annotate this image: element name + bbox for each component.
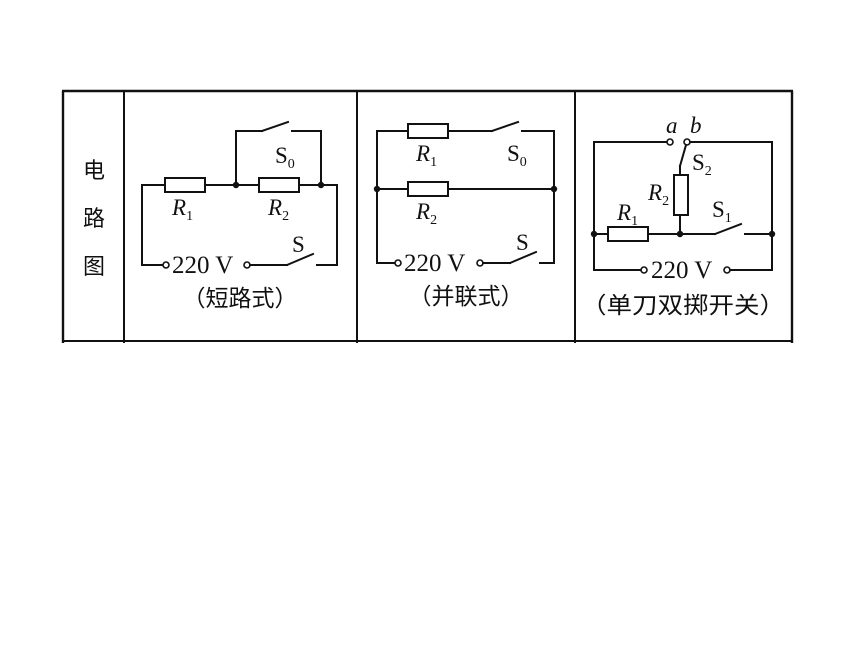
junction-node (590, 230, 598, 238)
caption-short: （短路式） (183, 286, 298, 312)
circuit-parallel: 220 V R1 S0 R2 S （并联式） (373, 120, 558, 310)
switch-s-label: S (292, 232, 305, 257)
r2-label: R2 (647, 180, 669, 209)
header-char-3: 图 (83, 255, 105, 280)
switch-s0-blade (490, 120, 520, 133)
resistor-r2 (258, 177, 300, 193)
junction-node (676, 230, 684, 238)
voltage-label: 220 V (404, 250, 465, 277)
r1-label: R1 (415, 141, 437, 170)
r1-label: R1 (171, 195, 193, 224)
junction-node (232, 181, 240, 189)
row-header: 电 路 图 (83, 159, 105, 280)
resistor-r1 (407, 123, 449, 139)
switch-s-blade (508, 250, 538, 265)
switch-s0-label: S0 (275, 143, 295, 172)
supply-terminal (394, 259, 402, 267)
caption-parallel: （并联式） (409, 284, 524, 310)
resistor-r2 (673, 174, 689, 216)
supply-terminal (640, 266, 648, 274)
r2-label: R2 (415, 199, 437, 228)
switch-s-label: S (516, 230, 529, 255)
r1-label: R1 (616, 200, 638, 229)
switch-s0-blade (260, 120, 290, 133)
voltage-label: 220 V (651, 257, 712, 284)
header-char-2: 路 (83, 207, 105, 232)
junction-node (550, 185, 558, 193)
switch-s2-label: S2 (692, 150, 712, 179)
caption-spdt: （单刀双掷开关） (581, 293, 785, 319)
contact-a (666, 138, 674, 146)
switch-s1-label: S1 (712, 197, 732, 226)
supply-terminal (162, 261, 170, 269)
switch-s-blade (285, 252, 315, 267)
junction-node (373, 185, 381, 193)
header-char-1: 电 (83, 159, 105, 184)
table-grid (61, 89, 794, 343)
resistor-r2 (407, 181, 449, 197)
circuit-spdt: 220 V a b S2 R2 R1 S1 （单刀双掷开关） (581, 113, 785, 319)
resistor-r1 (607, 226, 649, 242)
switch-s2-blade (678, 143, 688, 168)
contact-a-label: a (666, 113, 678, 138)
r2-label: R2 (267, 195, 289, 224)
circuit-short: 220 V S0 R1 R2 S （短路式） (141, 120, 338, 312)
junction-node (768, 230, 776, 238)
switch-s1-blade (713, 222, 743, 236)
switch-s0-label: S0 (507, 141, 527, 170)
resistor-r1 (164, 177, 206, 193)
contact-b-label: b (690, 113, 702, 138)
voltage-label: 220 V (172, 252, 233, 279)
junction-node (317, 181, 325, 189)
